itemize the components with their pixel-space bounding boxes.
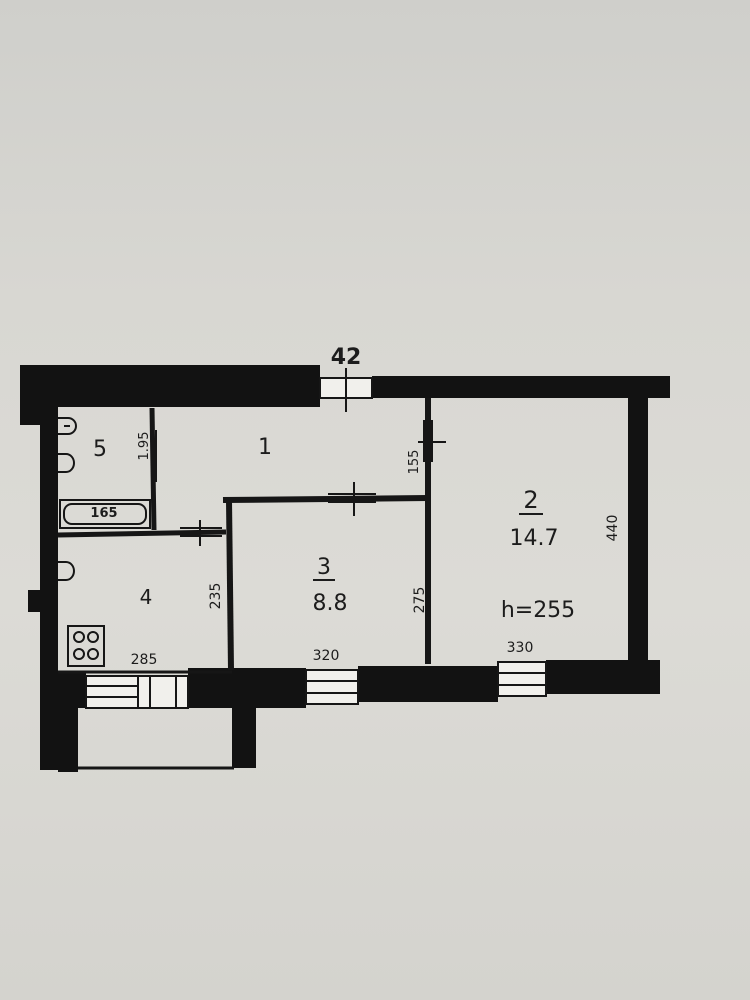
wall-top-left xyxy=(20,365,320,407)
wall-room3-top xyxy=(222,495,429,503)
kitchen-sink-icon xyxy=(58,561,75,581)
bath-wall-label: 1.95 xyxy=(137,432,152,461)
wall-bottom-1 xyxy=(188,668,306,708)
wall-balcony-right xyxy=(232,706,256,768)
room-3-area: 8.8 xyxy=(313,591,348,616)
wall-balcony-left xyxy=(58,706,78,772)
wall-bottom-left xyxy=(58,672,86,708)
window-top xyxy=(319,368,373,412)
window-room2 xyxy=(497,661,547,697)
window-top-label: 42 xyxy=(331,345,362,370)
door-room2 xyxy=(418,420,446,462)
doors xyxy=(180,420,446,546)
room2-width-label: 330 xyxy=(507,640,534,656)
room-2-number: 2 xyxy=(523,486,538,514)
kitchen-width-label: 285 xyxy=(131,652,158,668)
room-1-number: 1 xyxy=(258,435,272,460)
ceiling-height: h=255 xyxy=(501,598,575,623)
wall-right xyxy=(628,390,648,680)
wall-left xyxy=(40,400,58,770)
room-3-number: 3 xyxy=(317,555,331,580)
room-2-area: 14.7 xyxy=(510,526,559,551)
bath-length-label: 165 xyxy=(90,506,117,521)
toilet-icon xyxy=(58,453,75,473)
door-room3 xyxy=(328,482,376,516)
wall-room3-left xyxy=(226,499,234,671)
room-5-number: 5 xyxy=(93,437,107,462)
windows xyxy=(85,368,547,709)
stove-icon xyxy=(67,625,105,667)
fixtures xyxy=(58,417,157,667)
sink-icon xyxy=(58,417,77,435)
wall-bottom-3 xyxy=(546,660,660,694)
room-4-number: 4 xyxy=(140,585,153,609)
wall-top-right xyxy=(372,376,670,398)
corridor-door-label: 155 xyxy=(407,450,422,475)
window-room3 xyxy=(305,669,359,705)
wall-bottom-2 xyxy=(358,666,498,702)
door-kitchen xyxy=(180,520,222,546)
room3-depth-label: 275 xyxy=(412,587,428,614)
wall-left-stub xyxy=(28,590,42,612)
walls xyxy=(20,365,670,772)
kitchen-depth-label: 235 xyxy=(208,583,224,610)
wall-corner-top-left xyxy=(20,365,42,425)
room3-width-label: 320 xyxy=(313,648,340,664)
window-kitchen xyxy=(85,675,139,709)
wall-bath-right xyxy=(149,407,157,531)
wall-kitchen-top xyxy=(57,529,227,538)
labels: 42 5 1 2 14.7 h=255 3 8.8 4 165 1.95 155… xyxy=(90,345,621,668)
balcony-door xyxy=(137,675,189,709)
room2-depth-label: 440 xyxy=(605,515,621,542)
bathtub-icon xyxy=(59,499,151,529)
